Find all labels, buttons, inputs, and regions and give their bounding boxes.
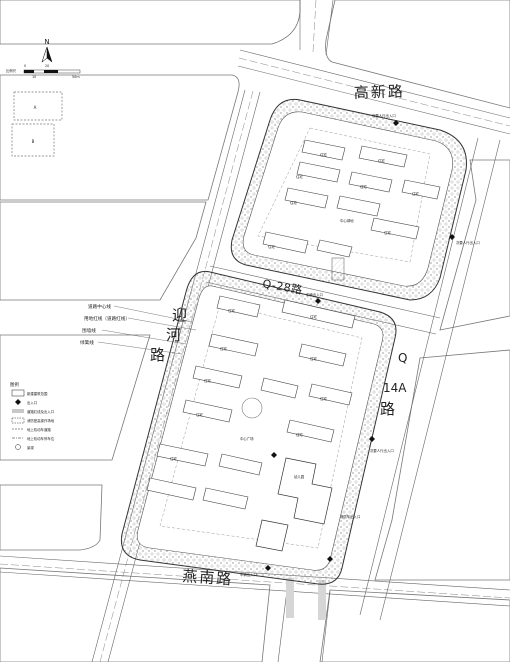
svg-text:车辆出入口: 车辆出入口 <box>306 292 323 297</box>
svg-text:出入口: 出入口 <box>27 400 37 405</box>
kindergarten <box>277 457 333 525</box>
svg-text:住宅: 住宅 <box>296 174 303 179</box>
svg-text:0: 0 <box>24 64 26 68</box>
lot-a-label: A <box>34 105 37 110</box>
svg-text:消防登高操作场地: 消防登高操作场地 <box>27 418 55 423</box>
legend-item-6: 景观 <box>15 444 34 450</box>
block-south-west <box>0 567 271 662</box>
svg-text:住宅: 住宅 <box>310 356 317 361</box>
svg-text:住宅: 住宅 <box>310 314 317 319</box>
svg-text:绿篱线: 绿篱线 <box>80 339 94 346</box>
svg-text:住宅: 住宅 <box>170 456 177 461</box>
svg-text:住宅: 住宅 <box>412 191 419 196</box>
road-name-west-3: 路 <box>150 346 167 364</box>
block-south-east <box>319 589 510 662</box>
south-buildings <box>146 295 356 510</box>
road-name-north: 高新路 <box>354 82 406 102</box>
legend-item-1: 出入口 <box>15 399 37 405</box>
road-name-east-1: Q <box>398 351 409 365</box>
svg-text:50m: 50m <box>72 75 80 79</box>
svg-text:住宅: 住宅 <box>290 200 297 205</box>
svg-text:住宅: 住宅 <box>220 346 227 351</box>
svg-text:围墙线: 围墙线 <box>82 327 96 334</box>
scale-bar: 比例尺 0 20 10 50m <box>6 64 80 79</box>
block-east-low <box>374 349 510 581</box>
south-parcel: 住宅 住宅 住宅 住宅 住宅 住宅 住宅 住宅 住宅 幼儿园 中心广场 <box>120 270 397 585</box>
svg-text:地上机动车道路: 地上机动车道路 <box>27 427 51 432</box>
svg-text:车辆出入口: 车辆出入口 <box>240 572 257 577</box>
svg-text:住宅: 住宅 <box>360 184 367 189</box>
svg-text:次要人行出入口: 次要人行出入口 <box>370 448 394 453</box>
legend-item-4: 地上机动车道路 <box>12 427 51 432</box>
svg-text:住宅: 住宅 <box>320 396 327 401</box>
svg-text:住宅: 住宅 <box>296 432 303 437</box>
svg-text:住宅: 住宅 <box>378 158 385 163</box>
entrance-north-marker <box>393 120 399 126</box>
line-legend: 道路中心线 用地红线（道路红线） 围墙线 绿篱线 <box>80 303 197 355</box>
lot-b <box>11 123 55 157</box>
north-arrow-label: N <box>44 38 49 46</box>
entrances: 次要人行出入口 次要人行出入口 车辆出入口 次要人行出入口 消防车出入口 车辆出… <box>240 113 480 577</box>
road-name-west-1: 迎 <box>172 306 189 324</box>
svg-text:次要人行出入口: 次要人行出入口 <box>372 113 396 118</box>
svg-text:住宅: 住宅 <box>384 230 391 235</box>
svg-text:中心广场: 中心广场 <box>240 436 254 441</box>
svg-text:10: 10 <box>32 75 36 79</box>
svg-text:消防车出入口: 消防车出入口 <box>340 514 360 519</box>
svg-text:20: 20 <box>45 64 49 68</box>
svg-text:次要人行出入口: 次要人行出入口 <box>456 240 480 245</box>
plaza-circle <box>241 397 263 419</box>
block-west-bottom <box>0 484 103 551</box>
block-west-mid <box>0 201 207 301</box>
legend-item-2: 道路红线及出入口 <box>12 409 54 414</box>
svg-text:新建建筑范围: 新建建筑范围 <box>27 391 48 396</box>
road-name-east-2: 14A <box>383 381 407 395</box>
svg-text:住宅: 住宅 <box>320 152 327 157</box>
svg-text:道路红线及出入口: 道路红线及出入口 <box>27 409 54 414</box>
svg-text:用地红线（道路红线）: 用地红线（道路红线） <box>84 315 130 322</box>
block-west-low <box>0 334 151 461</box>
entrance-middle-marker <box>315 298 321 304</box>
block-west-top <box>0 74 240 201</box>
svg-text:图例: 图例 <box>10 381 19 388</box>
svg-text:景观: 景观 <box>27 445 34 450</box>
road-name-west-2: 河 <box>166 326 183 344</box>
legend-item-3: 消防登高操作场地 <box>11 417 55 424</box>
svg-text:住宅: 住宅 <box>204 378 211 383</box>
lots: A B <box>11 91 63 157</box>
entrance-south-east-marker <box>327 556 333 562</box>
block-north-east <box>325 0 510 109</box>
lot-b-label: B <box>32 139 35 144</box>
road-name-east-3: 路 <box>380 400 397 418</box>
entrance-east-south-marker <box>369 436 375 442</box>
north-parcel: 住宅 住宅 住宅 住宅 住宅 住宅 住宅 住宅 中心绿地 <box>230 98 467 301</box>
north-buildings <box>262 139 441 258</box>
legend: 图例 新建建筑范围 出入口 道路红线及出入口 消防登高操作场地 地上机动车道路 … <box>10 381 55 450</box>
entrance-south-marker <box>265 565 271 571</box>
road-name-south: 燕南路 <box>182 567 234 589</box>
svg-text:住宅: 住宅 <box>268 244 275 249</box>
svg-text:中心绿地: 中心绿地 <box>340 218 354 223</box>
svg-text:比例尺: 比例尺 <box>6 68 17 73</box>
entrance-east-north-marker <box>449 234 455 240</box>
svg-text:住宅: 住宅 <box>228 308 235 313</box>
svg-text:住宅: 住宅 <box>196 412 203 417</box>
north-arrow: N <box>41 38 53 63</box>
svg-text:道路中心线: 道路中心线 <box>88 303 111 310</box>
legend-item-0: 新建建筑范围 <box>11 389 48 397</box>
legend-item-5: 地上机动车停车位 <box>12 436 55 441</box>
block-east-mid <box>439 159 510 331</box>
svg-text:地上机动车停车位: 地上机动车停车位 <box>27 436 55 441</box>
lot-a <box>13 91 63 121</box>
svg-text:幼儿园: 幼儿园 <box>294 474 305 479</box>
crosswalk-south <box>286 578 326 620</box>
